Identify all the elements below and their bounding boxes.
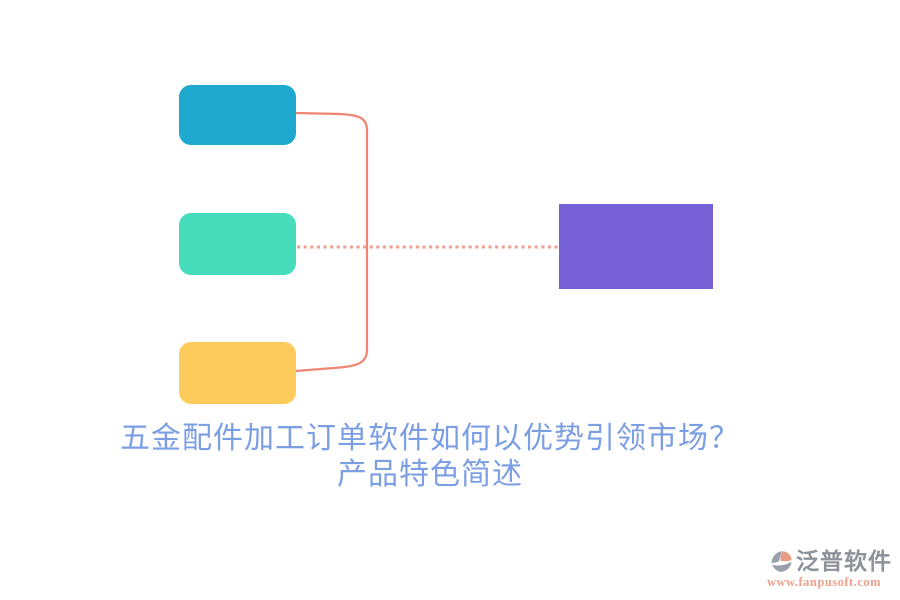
watermark: 泛普软件 www.fanpusoft.com bbox=[767, 548, 897, 590]
fanpu-logo-icon bbox=[771, 551, 792, 572]
connector-bracket bbox=[294, 111, 369, 373]
node-topic-3 bbox=[179, 342, 296, 404]
title-line-1: 五金配件加工订单软件如何以优势引领市场？ bbox=[120, 422, 740, 455]
node-main-topic bbox=[559, 204, 713, 289]
watermark-brand: 泛普软件 bbox=[796, 548, 892, 574]
diagram-title: 五金配件加工订单软件如何以优势引领市场？ 产品特色简述 bbox=[0, 421, 860, 493]
node-topic-2 bbox=[179, 213, 296, 275]
watermark-brand-row: 泛普软件 bbox=[767, 548, 892, 575]
title-line-2: 产品特色简述 bbox=[337, 458, 523, 491]
node-topic-1 bbox=[179, 85, 296, 145]
watermark-url: www.fanpusoft.com bbox=[767, 575, 882, 589]
